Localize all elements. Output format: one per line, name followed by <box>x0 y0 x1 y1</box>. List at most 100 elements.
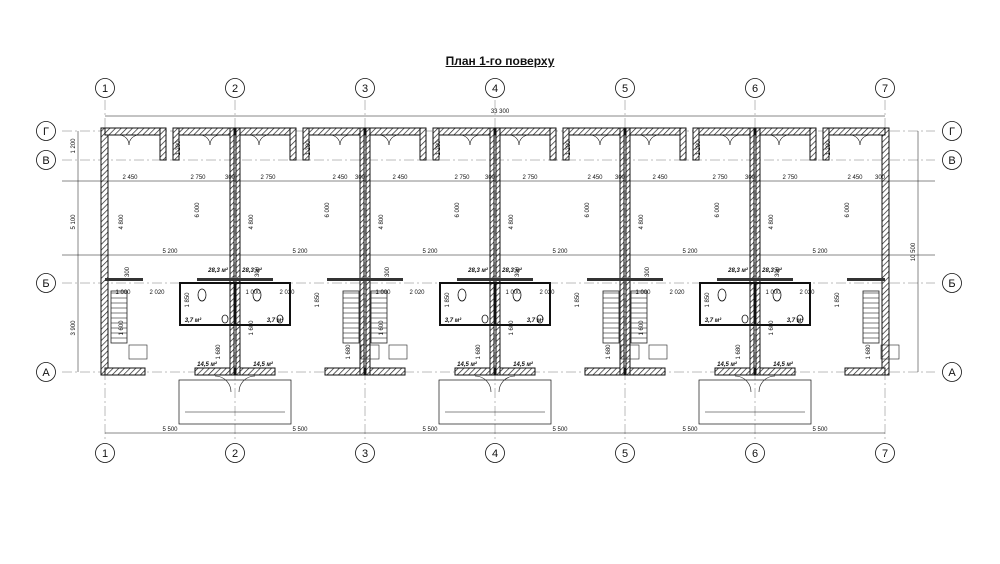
staircase <box>371 292 387 339</box>
door-swing <box>589 134 601 146</box>
partition <box>717 278 755 281</box>
dim-room-width: 5 200 <box>162 249 178 255</box>
area-hall: 14,5 м² <box>457 361 478 368</box>
staircase <box>343 292 359 339</box>
axis-label-5: 5 <box>622 83 628 95</box>
axis-bubble-5 <box>615 78 635 98</box>
wall-top-a <box>754 127 814 136</box>
entrance-door <box>758 375 776 393</box>
staircase <box>863 292 879 339</box>
dim-segment: 300 <box>745 175 756 181</box>
axis-bubble-2 <box>225 78 245 98</box>
dim-room-width: 5 200 <box>292 249 308 255</box>
door-swing <box>378 134 390 146</box>
bathroom-wall <box>494 282 551 326</box>
wall-niche <box>809 127 817 161</box>
dim-segment: 2 750 <box>782 175 798 181</box>
dim-small: 1 600 <box>119 320 125 336</box>
toilet <box>252 288 262 302</box>
axis-label-7: 7 <box>882 448 888 460</box>
dim-segment: 2 450 <box>122 175 138 181</box>
wall-niche <box>562 127 570 161</box>
sink <box>536 314 544 324</box>
dim-segment: 2 450 <box>587 175 603 181</box>
wall-niche <box>549 127 557 161</box>
wall-bot-a <box>624 367 666 376</box>
partition <box>587 278 625 281</box>
axis-label-2: 2 <box>232 448 238 460</box>
wall-bot-b <box>194 367 236 376</box>
dim-small: 1 850 <box>835 292 841 308</box>
dim-small: 1 850 <box>445 292 451 308</box>
dim-segment: 2 750 <box>190 175 206 181</box>
axis-bubble-Б <box>942 273 962 293</box>
partition <box>755 278 793 281</box>
axis-label-5: 5 <box>622 448 628 460</box>
toilet <box>717 288 727 302</box>
partition <box>457 278 495 281</box>
entrance-door <box>214 375 232 393</box>
dim-small: 1 000 <box>635 290 651 296</box>
door-swing <box>469 134 481 146</box>
door-swing <box>768 134 780 146</box>
door-swing <box>128 134 140 146</box>
entrance-door <box>474 375 492 393</box>
dim-room-width: 5 200 <box>682 249 698 255</box>
dim-inner-depth: 4 800 <box>249 214 255 230</box>
wall-niche <box>159 127 167 161</box>
door-swing <box>518 134 530 146</box>
door-swing <box>859 134 871 146</box>
dim-segment: 2 750 <box>260 175 276 181</box>
wall-party-r <box>235 127 241 376</box>
dim-segment: 2 750 <box>712 175 728 181</box>
bathroom-wall <box>234 282 291 326</box>
area-bath: 3,7 м² <box>185 317 202 324</box>
area-bath: 3,7 м² <box>267 317 284 324</box>
area-hall: 14,5 м² <box>253 361 274 368</box>
dim-segment: 300 <box>355 175 366 181</box>
stair-landing <box>388 344 408 360</box>
area-bath: 3,7 м² <box>527 317 544 324</box>
area-bath: 3,7 м² <box>787 317 804 324</box>
partition <box>847 278 885 281</box>
wall-top-a <box>494 127 554 136</box>
sink <box>481 314 489 324</box>
axis-bubble-А <box>942 362 962 382</box>
partition <box>365 278 403 281</box>
wall-bot-a <box>754 367 796 376</box>
porch <box>698 379 812 425</box>
dim-small: 1 850 <box>575 292 581 308</box>
dim-inner-depth: 4 800 <box>769 214 775 230</box>
dim-segment: 2 450 <box>392 175 408 181</box>
partition <box>197 278 235 281</box>
entrance-door <box>498 375 516 393</box>
door-swing <box>719 134 731 146</box>
dim-small: 1 600 <box>379 320 385 336</box>
fixtures <box>197 288 804 324</box>
dim-small: 300 <box>385 266 391 277</box>
dim-inner-depth: 4 800 <box>379 214 385 230</box>
doors <box>118 134 871 425</box>
wall-bot-a <box>234 367 276 376</box>
axis-label-А: А <box>948 367 956 379</box>
entrance-door <box>238 375 256 393</box>
axis-bubble-1 <box>95 443 115 463</box>
door-swing <box>118 134 130 146</box>
porch <box>438 379 552 425</box>
dim-segment: 2 450 <box>847 175 863 181</box>
wall-party-l <box>749 127 755 376</box>
dim-bay: 1 200 <box>436 140 442 156</box>
wall-top-a <box>234 127 294 136</box>
dim-bottom: 5 500 <box>812 427 828 433</box>
stair-landing <box>360 344 380 360</box>
stair-landing <box>620 344 640 360</box>
door-swing <box>729 134 741 146</box>
dim-overall-width: 33 300 <box>491 109 510 115</box>
area-living: 28,3 м² <box>207 267 229 274</box>
dim-segment: 2 750 <box>454 175 470 181</box>
dim-small: 1 600 <box>769 320 775 336</box>
dim-segment: 300 <box>225 175 236 181</box>
axis-bubble-2 <box>225 443 245 463</box>
